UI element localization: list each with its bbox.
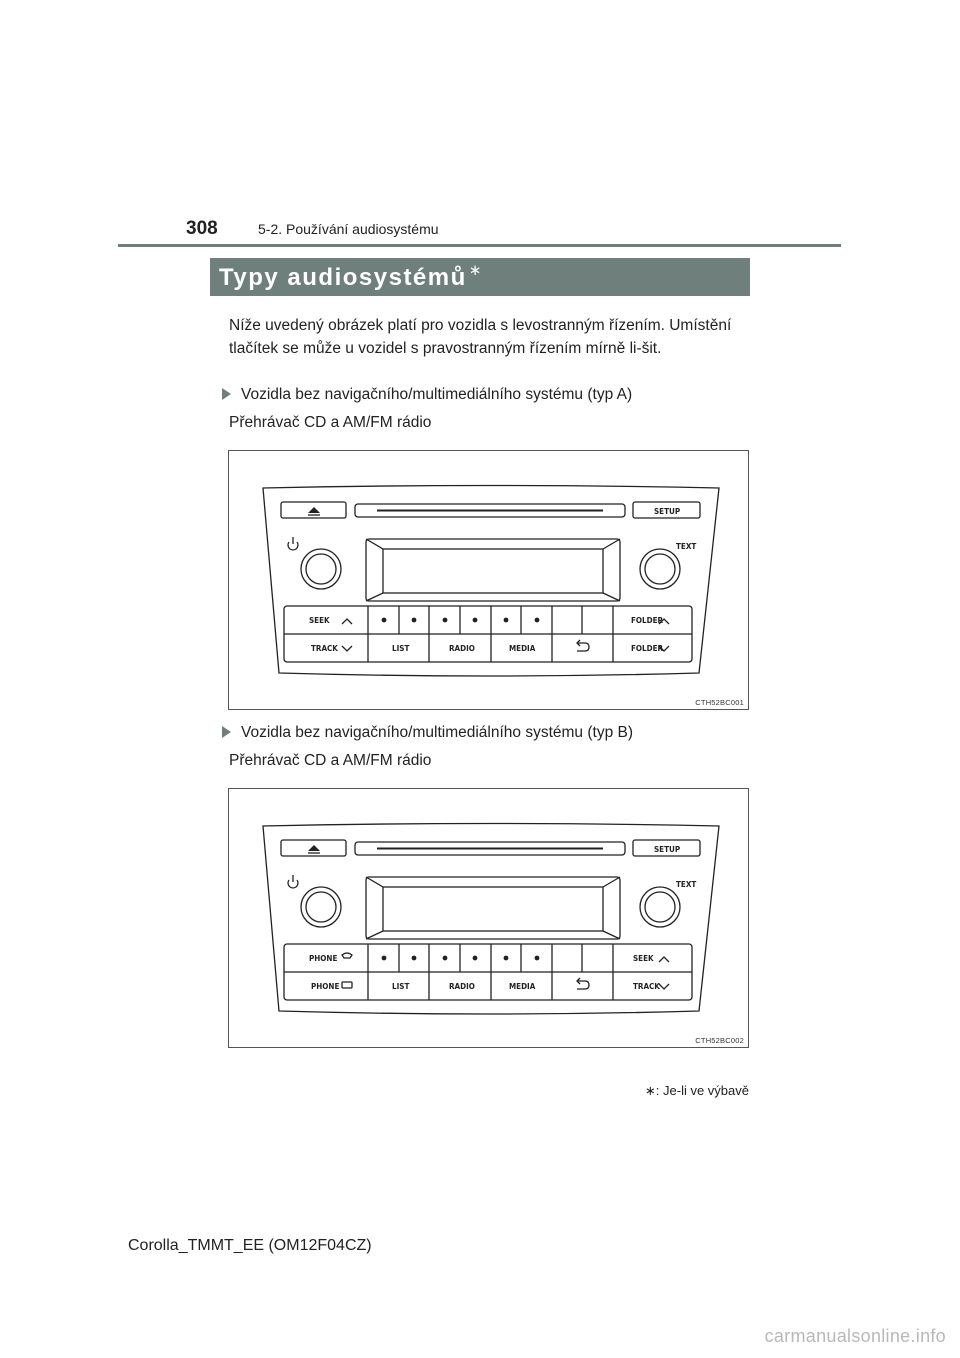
figure-code: CTH52BC001: [695, 698, 744, 707]
panel-outline: [262, 484, 720, 677]
cd-slot: [354, 503, 626, 518]
section-b-subheading: Přehrávač CD a AM/FM rádio: [229, 752, 432, 769]
watermark: carmanualsonline.info: [764, 1326, 946, 1346]
media-label: MEDIA: [509, 644, 536, 653]
upper-left-label: PHONE: [309, 954, 337, 963]
footnote-text: : Je-li ve výbavě: [655, 1083, 749, 1098]
section-a-subheading: Přehrávač CD a AM/FM rádio: [229, 414, 432, 431]
title-bar: Typy audiosystémů∗: [210, 258, 750, 296]
intro-paragraph: Níže uvedený obrázek platí pro vozidla s…: [229, 317, 732, 357]
footer-model: Corolla_TMMT_EE (OM12F04CZ): [128, 1237, 372, 1254]
footnote-marker: ∗: [644, 1083, 656, 1098]
page-number: 308: [186, 218, 218, 239]
figure-audio-type-b: SETUP TEXT PHONE SEEK PHONE LIST RADIO M…: [228, 788, 749, 1048]
lower-right-label: FOLDER: [631, 644, 664, 653]
upper-left-label: SEEK: [309, 616, 330, 625]
triangle-bullet-icon: [222, 388, 231, 400]
text-label: TEXT: [676, 542, 696, 551]
eject-icon: [308, 845, 320, 851]
eject-icon: [308, 507, 320, 513]
section-b-heading: Vozidla bez navigačního/multimediálního …: [222, 724, 633, 742]
title-marker: ∗: [468, 262, 482, 279]
eject-button: [280, 501, 347, 519]
panel-outline: [262, 822, 720, 1015]
page-title: Typy audiosystémů: [219, 264, 467, 291]
power-icon: [287, 879, 299, 889]
lower-left-label: TRACK: [311, 644, 338, 653]
setup-button: [632, 839, 701, 857]
tune-knob: [639, 548, 681, 590]
list-label: LIST: [392, 644, 409, 653]
back-arrow-icon: [577, 642, 590, 652]
triangle-bullet-icon: [222, 726, 231, 738]
radio-label: RADIO: [449, 644, 475, 653]
eject-button: [280, 839, 347, 857]
phone-hangup-icon: [341, 981, 353, 989]
power-volume-knob: [300, 548, 342, 590]
tune-knob: [639, 886, 681, 928]
list-label: LIST: [392, 982, 409, 991]
setup-label: SETUP: [654, 507, 680, 516]
section-a-heading-text: Vozidla bez navigačního/multimediálního …: [241, 386, 633, 403]
cd-slot: [354, 841, 626, 856]
setup-button: [632, 501, 701, 519]
section-b-heading-text: Vozidla bez navigačního/multimediálního …: [241, 724, 634, 741]
audio-unit-illustration-a: SETUP TEXT SEEK FOLDER TRACK LIST RADIO …: [262, 484, 720, 677]
lower-left-label: PHONE: [311, 982, 339, 991]
media-label: MEDIA: [509, 982, 536, 991]
power-icon: [287, 541, 299, 551]
power-volume-knob: [300, 886, 342, 928]
section-label: 5-2. Používání audiosystému: [258, 221, 439, 237]
phone-pickup-icon: [341, 952, 353, 959]
upper-right-label: SEEK: [633, 954, 654, 963]
display: [365, 538, 621, 602]
text-label: TEXT: [676, 880, 696, 889]
display: [365, 876, 621, 940]
header-rule: [118, 244, 841, 247]
lower-right-label: TRACK: [633, 982, 660, 991]
footnote: ∗: Je-li ve výbavě: [645, 1083, 749, 1099]
radio-label: RADIO: [449, 982, 475, 991]
audio-unit-illustration-b: SETUP TEXT PHONE SEEK PHONE LIST RADIO M…: [262, 822, 720, 1015]
upper-right-label: FOLDER: [631, 616, 664, 625]
figure-code: CTH52BC002: [695, 1036, 744, 1045]
figure-audio-type-a: SETUP TEXT SEEK FOLDER TRACK LIST RADIO …: [228, 450, 749, 710]
setup-label: SETUP: [654, 845, 680, 854]
back-arrow-icon: [577, 980, 590, 990]
section-a-heading: Vozidla bez navigačního/multimediálního …: [222, 386, 632, 404]
